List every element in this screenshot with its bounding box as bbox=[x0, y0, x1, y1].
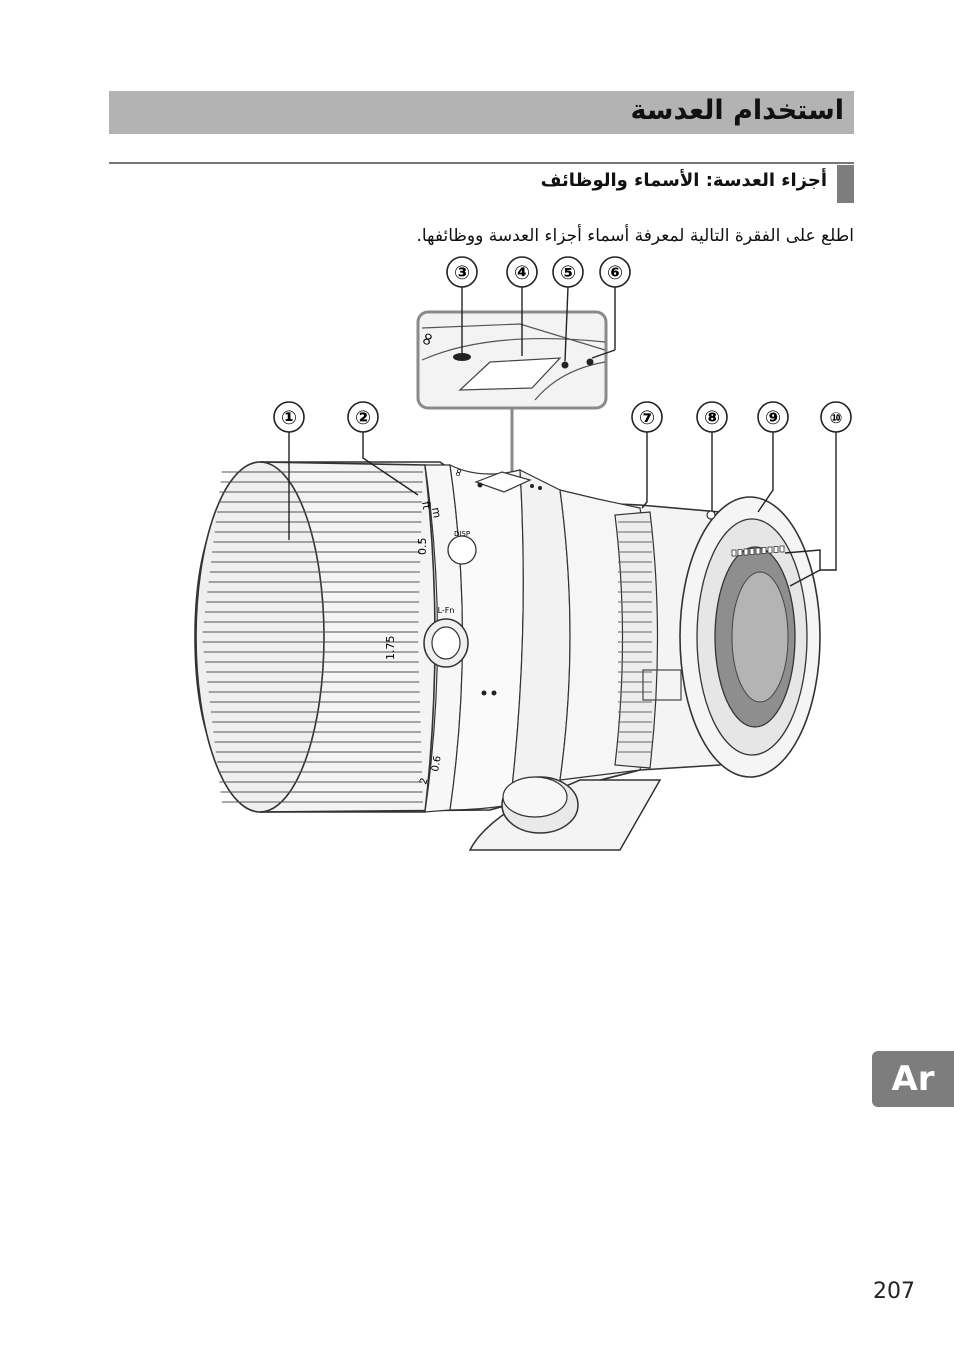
callout-7-label: ⑦ bbox=[639, 407, 655, 429]
ft-mark: ft bbox=[419, 500, 433, 511]
lens-body: ∞ ft m 0.5 1.75 0.6 2 DISP L-Fn bbox=[194, 461, 821, 851]
callout-10-label: ⑩ bbox=[830, 409, 843, 427]
lens-diagram: ③ ④ ⑤ ⑥ ① ② ⑦ ⑧ bbox=[160, 250, 860, 870]
callout-7: ⑦ bbox=[631, 401, 663, 433]
m-mark: m bbox=[429, 506, 444, 519]
inset-dot-3 bbox=[453, 353, 471, 361]
callout-6-label: ⑥ bbox=[607, 262, 623, 284]
intro-paragraph: اطلع على الفقرة التالية لمعرفة أسماء أجز… bbox=[416, 226, 854, 246]
leader-lines bbox=[288, 432, 837, 587]
electrical-contact bbox=[755, 547, 761, 555]
infinity-mark: ∞ bbox=[451, 466, 466, 479]
inset-infinity-mark: ∞ bbox=[415, 328, 440, 349]
distance-0-5: 0.5 bbox=[416, 538, 429, 556]
disp-label: DISP bbox=[454, 530, 470, 538]
electrical-contact bbox=[743, 548, 749, 556]
callout-1: ① bbox=[273, 401, 305, 433]
callout-1-label: ① bbox=[281, 407, 297, 429]
electrical-contact bbox=[749, 548, 755, 555]
callout-4-label: ④ bbox=[514, 262, 530, 284]
inset-leader-lines bbox=[461, 286, 616, 472]
distance-0-6: 0.6 bbox=[430, 755, 444, 773]
electrical-contact bbox=[761, 547, 767, 554]
electrical-contact bbox=[731, 549, 737, 557]
section-divider bbox=[109, 162, 854, 164]
callout-2-label: ② bbox=[355, 407, 371, 429]
callout-2: ② bbox=[347, 401, 379, 433]
callout-6: ⑥ bbox=[599, 256, 631, 288]
inset-zoom: ∞ bbox=[415, 310, 608, 410]
callout-5-label: ⑤ bbox=[560, 262, 576, 284]
electrical-contact bbox=[779, 545, 785, 553]
electrical-contact bbox=[767, 546, 773, 554]
electrical-contact bbox=[737, 549, 743, 556]
callout-3: ③ bbox=[446, 256, 478, 288]
distance-2: 2 bbox=[418, 777, 430, 786]
disp-button bbox=[447, 535, 477, 565]
lfn-label: L-Fn bbox=[438, 606, 455, 615]
callout-9-label: ⑨ bbox=[765, 407, 781, 429]
callout-8-label: ⑧ bbox=[704, 407, 720, 429]
callout-10: ⑩ bbox=[820, 401, 852, 433]
electrical-contact bbox=[773, 546, 779, 553]
page-title: استخدام العدسة bbox=[630, 95, 844, 126]
callout-3-label: ③ bbox=[454, 262, 470, 284]
callout-5: ⑤ bbox=[552, 256, 584, 288]
callout-9: ⑨ bbox=[757, 401, 789, 433]
callout-4: ④ bbox=[506, 256, 538, 288]
section-marker bbox=[837, 165, 854, 203]
page-title-bar: استخدام العدسة bbox=[109, 91, 854, 134]
distance-1-75: 1.75 bbox=[384, 636, 397, 661]
section-title: أجزاء العدسة: الأسماء والوظائف bbox=[540, 170, 827, 191]
callout-8: ⑧ bbox=[696, 401, 728, 433]
language-tab: Ar bbox=[872, 1051, 954, 1107]
inset-dot-5 bbox=[561, 361, 569, 369]
inset-dot-6 bbox=[586, 358, 594, 366]
page-number: 207 bbox=[873, 1279, 915, 1304]
